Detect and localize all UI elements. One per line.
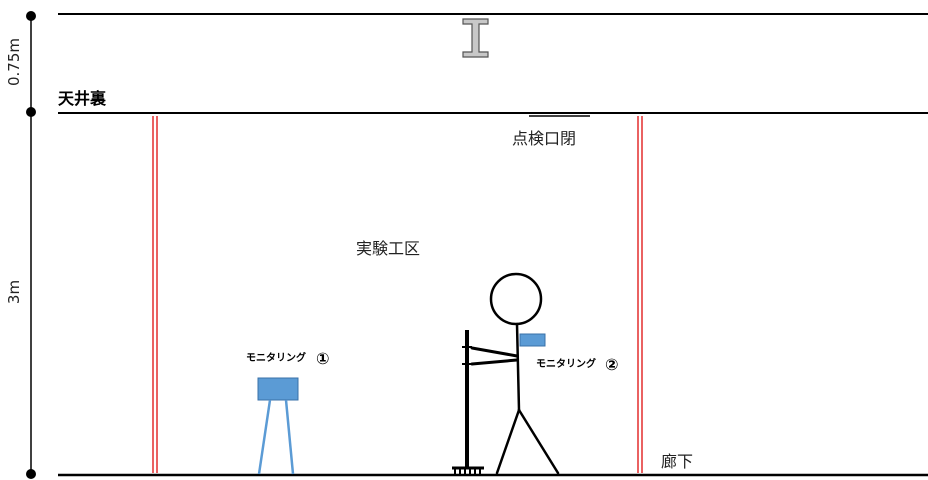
dimension-lower-label: 3m [5, 280, 23, 304]
wall-right [637, 116, 643, 473]
worker-leg-left [495, 408, 521, 475]
worker-figure [470, 272, 560, 475]
monitoring-1-sensor-box [257, 377, 299, 401]
worker-leg-right [517, 408, 560, 475]
monitoring-1-number: ① [316, 349, 330, 368]
worker-body [515, 322, 521, 412]
monitoring-2-number: ② [605, 355, 619, 374]
corridor-label: 廊下 [661, 452, 693, 471]
wall-left [152, 116, 158, 473]
monitoring-2-label: モニタリング [536, 357, 596, 370]
ceiling-space-label: 天井裏 [58, 89, 107, 108]
test-area-label: 実験工区 [356, 239, 420, 258]
steel-beam-icon [462, 18, 489, 58]
tripod-leg-right [284, 399, 295, 475]
dimension-dot-bottom [26, 469, 36, 479]
monitoring-device-1: モニタリング ① [246, 349, 330, 475]
dimension-upper-label: 0.75m [5, 38, 23, 86]
inspection-hatch-label: 点検口閉 [512, 129, 576, 148]
monitoring-2-sensor-box [519, 333, 546, 347]
worker-arm-upper [470, 346, 519, 358]
rake-tool [452, 330, 484, 474]
monitoring-device-2: モニタリング ② [519, 333, 619, 374]
dimension-dot-top [26, 11, 36, 21]
worker-head [489, 272, 543, 326]
dimension-axis: 0.75m 3m [5, 11, 36, 479]
monitoring-1-label: モニタリング [246, 351, 306, 364]
tripod-leg-left [257, 399, 272, 475]
worker-arm-lower [470, 358, 519, 366]
dimension-dot-mid [26, 107, 36, 117]
